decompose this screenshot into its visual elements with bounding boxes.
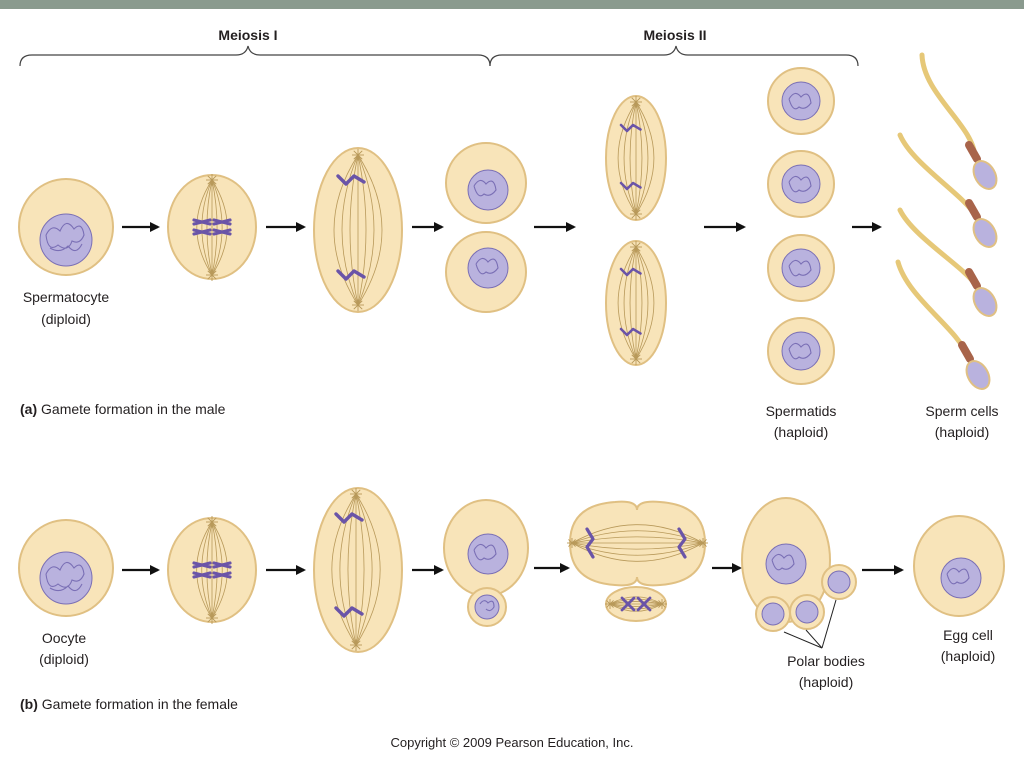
telophase1-cells-male [445,142,527,313]
egg-cell-sublabel: (haploid) [941,648,995,664]
spermatocyte-cell [18,178,114,276]
oocyte-sublabel: (diploid) [39,651,89,667]
spermatids [767,67,835,385]
egg-cell [913,515,1005,617]
spermatids-label: Spermatids [766,403,837,419]
metaphase1-cell-female [167,516,257,624]
male-row: Spermatocyte (diploid) Spermatids (haplo… [18,52,999,440]
meiosis2-bracket [489,45,859,67]
spermatocyte-label: Spermatocyte [23,289,110,305]
sperm-cells [895,52,998,390]
polar-bodies-label: Polar bodies [787,653,865,669]
meiosis2-cells-female [567,500,708,622]
copyright: Copyright © 2009 Pearson Education, Inc. [390,735,633,750]
egg-with-polar-bodies [741,497,857,649]
female-row: Oocyte (diploid) Polar bodies (haploid) … [18,487,1005,712]
anaphase1-cell-male [313,147,403,313]
male-caption: (a) Gamete formation in the male [20,401,226,417]
oocyte-cell [18,519,114,617]
meiosis2-cells-male [605,95,667,366]
female-caption: (b) Gamete formation in the female [20,696,238,712]
polar-bodies-sublabel: (haploid) [799,674,853,690]
telophase1-cells-female [443,499,529,627]
meiosis2-header: Meiosis II [643,27,706,43]
meiosis1-header: Meiosis I [218,27,277,43]
meiosis1-bracket [19,45,491,67]
top-bar [0,0,1024,9]
spermatids-sublabel: (haploid) [774,424,828,440]
sperm-cells-sublabel: (haploid) [935,424,989,440]
egg-cell-label: Egg cell [943,627,993,643]
spermatocyte-sublabel: (diploid) [41,311,91,327]
anaphase1-cell-female [313,487,403,653]
oocyte-label: Oocyte [42,630,87,646]
metaphase1-cell-male [167,174,257,281]
sperm-cells-label: Sperm cells [925,403,998,419]
